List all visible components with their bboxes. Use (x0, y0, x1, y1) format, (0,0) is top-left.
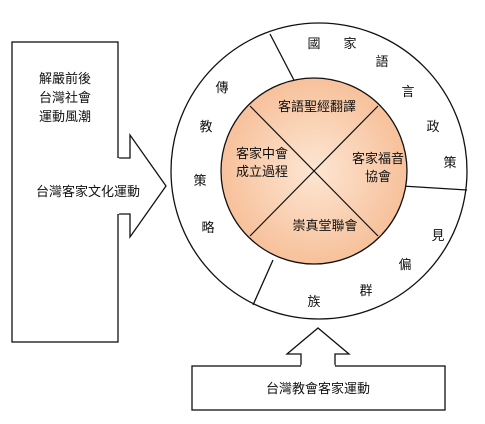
inner-cross-line-2 (249, 105, 379, 237)
ring-top-right-char-1: 國 (307, 37, 320, 52)
up-arrow (285, 327, 351, 366)
ring-divider-bottom (252, 259, 274, 306)
left-box-heading-line-1: 解嚴前後 (39, 71, 91, 87)
inner-right-label-line-1: 客家福音 (352, 151, 404, 167)
left-box-heading-line-2: 台灣社會 (39, 90, 91, 106)
ring-top-right-char-6: 策 (443, 155, 456, 171)
ring-top-right-char-3: 語 (375, 54, 388, 70)
ring-divider-top (269, 33, 298, 87)
ring-top-right-char-4: 言 (401, 85, 414, 100)
ring-bottom-right-char-4: 族 (307, 294, 320, 310)
inner-top-label: 客語聖經翻譯 (278, 99, 356, 115)
left-box (11, 41, 119, 343)
inner-bottom-label: 崇真堂聯會 (292, 219, 357, 234)
ring-bottom-right-char-2: 偏 (398, 258, 411, 273)
ring-left-char-1: 傳 (215, 81, 228, 96)
bottom-box-label: 台灣教會客家運動 (266, 381, 370, 397)
right-arrow (118, 132, 167, 240)
inner-right-label-line-2: 協會 (365, 170, 391, 185)
inner-left-label-line-2: 成立過程 (236, 165, 288, 180)
left-box-main-label: 台灣客家文化運動 (36, 184, 140, 200)
ring-top-right-char-2: 家 (343, 36, 356, 52)
bottom-box (191, 365, 446, 411)
ring-divider-right (401, 185, 468, 191)
ring-top-right-char-5: 政 (426, 120, 439, 135)
ring-left-char-4: 略 (201, 220, 214, 236)
left-box-heading-line-3: 運動風潮 (39, 110, 91, 125)
inner-left-label-line-1: 客家中會 (236, 146, 288, 162)
ring-bottom-right-char-3: 群 (359, 284, 372, 299)
ring-left-char-2: 教 (199, 119, 212, 135)
ring-left-char-3: 策 (193, 173, 206, 189)
ring-bottom-right-char-1: 見 (431, 229, 444, 244)
